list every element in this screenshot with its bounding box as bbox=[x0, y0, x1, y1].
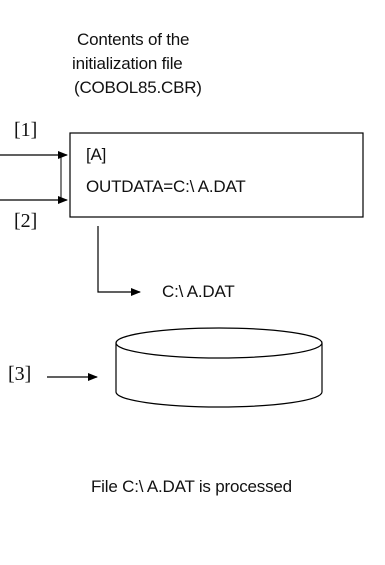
processed-caption: File C:\ A.DAT is processed bbox=[91, 477, 292, 496]
label-input-2: [2] bbox=[14, 210, 38, 232]
label-input-1: [1] bbox=[14, 119, 38, 141]
header-line-1: Contents of the bbox=[77, 30, 190, 49]
output-path-arrow bbox=[97, 226, 141, 296]
header-line-3: (COBOL85.CBR) bbox=[74, 78, 202, 97]
ini-file-box bbox=[69, 132, 364, 218]
ini-section-header: [A] bbox=[86, 145, 107, 164]
label-input-3: [3] bbox=[8, 363, 32, 385]
ini-entry-outdata: OUTDATA=C:\ A.DAT bbox=[86, 177, 246, 196]
disk-icon bbox=[115, 327, 323, 408]
header-line-2: initialization file bbox=[72, 54, 183, 73]
resolved-path-label: C:\ A.DAT bbox=[162, 282, 235, 301]
